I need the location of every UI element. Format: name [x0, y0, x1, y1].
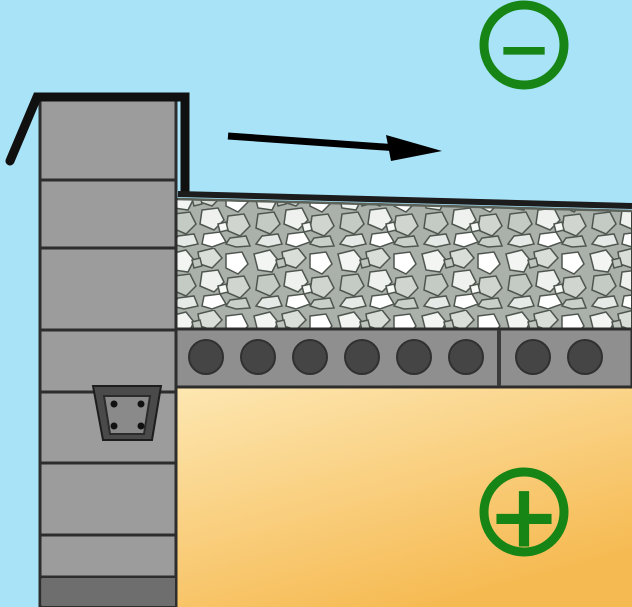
anchor-bolt	[137, 400, 145, 408]
slab-core-hole	[567, 339, 603, 375]
slab-core-hole	[240, 339, 276, 375]
gravel-ballast-layer	[175, 197, 632, 330]
arrow-head-icon	[386, 135, 442, 161]
slab-core-hole	[396, 339, 432, 375]
arrow-shaft	[227, 132, 399, 152]
membrane-shadow-line	[177, 197, 632, 213]
anchor-bolt	[110, 422, 118, 430]
interior-space	[176, 386, 632, 607]
anchor-bolt	[110, 400, 118, 408]
slab-core-hole	[344, 339, 380, 375]
wall-body	[38, 98, 178, 607]
anchor-bolt	[137, 422, 145, 430]
slab-core-hole	[188, 339, 224, 375]
coping-flashing	[5, 92, 190, 196]
plus-icon: +	[487, 465, 561, 568]
wall-base-block	[42, 578, 175, 606]
parapet-wall	[38, 98, 178, 607]
beam-anchor-detail	[91, 385, 163, 441]
negative-pressure-circle	[479, 0, 569, 90]
slab-core-hole	[292, 339, 328, 375]
positive-pressure-symbol: +	[479, 465, 569, 568]
roof-membrane	[177, 191, 632, 209]
slab-core-hole	[515, 339, 551, 375]
wind-direction-arrow	[227, 132, 442, 161]
slab-core-holes	[188, 339, 603, 375]
negative-pressure-symbol: −	[479, 0, 569, 90]
minus-icon: −	[496, 11, 551, 88]
positive-pressure-circle	[479, 467, 569, 557]
slab-core-hole	[448, 339, 484, 375]
hollow-core-slab	[174, 327, 632, 389]
